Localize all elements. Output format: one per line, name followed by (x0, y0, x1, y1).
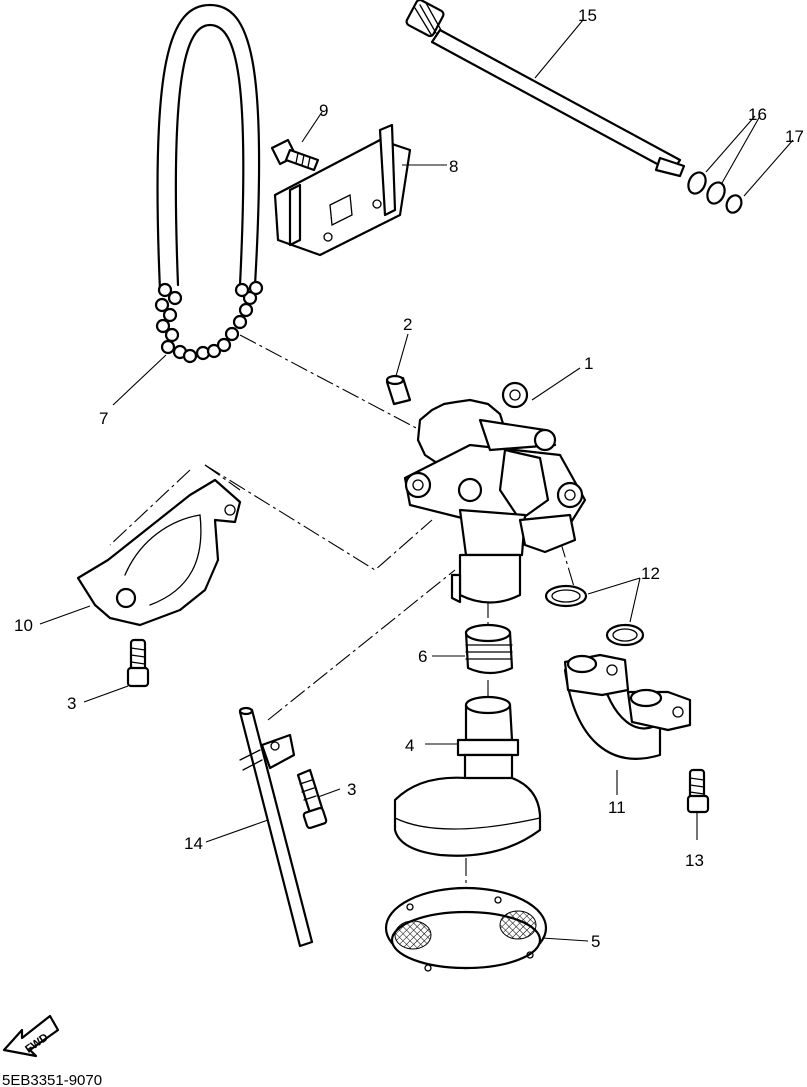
callout-7: 7 (99, 409, 108, 428)
callout-10: 10 (14, 616, 33, 635)
callout-15: 15 (578, 6, 597, 25)
leader-lines (39, 19, 794, 942)
part-13-bolt (686, 768, 710, 814)
part-9-bolt (270, 138, 320, 172)
part-7-drive-chain (154, 3, 264, 364)
callout-4: 4 (405, 736, 414, 755)
callout-8: 8 (449, 157, 458, 176)
part-5-strainer-screen (384, 886, 548, 972)
callout-11: 11 (608, 798, 626, 817)
callout-12: 12 (641, 564, 660, 583)
callout-9: 9 (319, 101, 328, 120)
callout-2: 2 (403, 315, 412, 334)
callout-6: 6 (418, 647, 427, 666)
part-6-fitting (464, 623, 514, 675)
callout-5: 5 (591, 932, 600, 951)
part-1-oil-pump-assembly (403, 381, 587, 604)
part-2-dowel-pin (385, 374, 412, 406)
part-4-strainer-housing (393, 695, 542, 857)
callout-14: 14 (184, 834, 203, 853)
callout-labels: 1 2 3 3 4 5 6 7 8 9 10 11 12 13 14 15 16… (14, 6, 804, 951)
part-16-o-rings (687, 171, 726, 205)
part-15-oil-pipe (405, 0, 686, 178)
part-17-o-ring (725, 194, 743, 214)
callout-17: 17 (785, 127, 804, 146)
callout-3-right: 3 (347, 780, 356, 799)
part-11-oil-pipe (563, 653, 692, 760)
part-12-o-rings (544, 584, 645, 647)
callout-1: 1 (584, 354, 593, 373)
callout-3-left: 3 (67, 694, 76, 713)
forward-direction-arrow: FWD (2, 1014, 60, 1058)
diagram-code: 5EB3351-9070 (2, 1072, 102, 1087)
callout-16: 16 (748, 105, 767, 124)
part-8-chain-guide (273, 123, 412, 257)
part-14-gauge (238, 706, 314, 948)
part-3-bolt-left (126, 638, 150, 688)
callout-13: 13 (685, 851, 704, 870)
part-10-housing (76, 478, 242, 627)
part-3-bolt-right (296, 768, 328, 830)
